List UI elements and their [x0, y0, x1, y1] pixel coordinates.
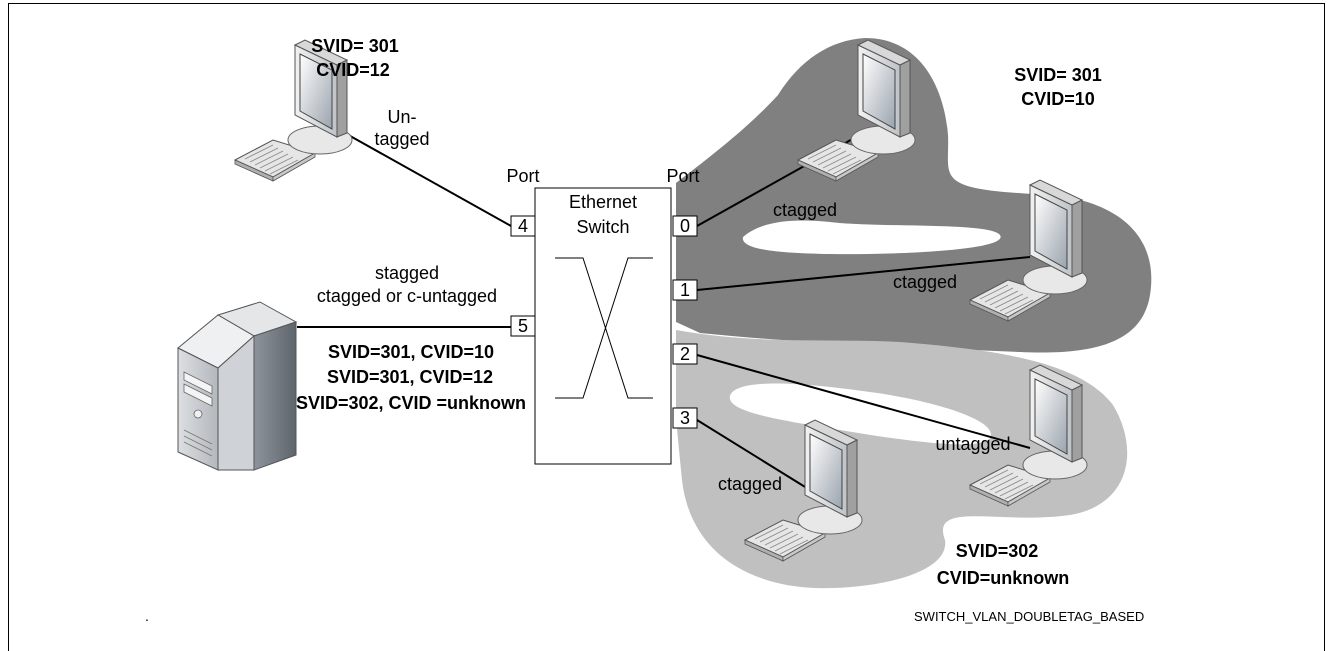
switch-title-line1: Ethernet	[569, 192, 637, 212]
pc-top-left-svid: SVID= 301	[311, 36, 399, 56]
switch-crossbar	[555, 257, 653, 399]
port-2-label: 2	[680, 344, 690, 364]
port-0-label: 0	[680, 216, 690, 236]
server-link-line2: ctagged or c-untagged	[317, 286, 497, 306]
port-4-label: 4	[518, 216, 528, 236]
diagram-frame	[8, 3, 1325, 651]
server-tower	[177, 301, 298, 471]
connection-lines	[297, 131, 1031, 491]
pc-top-left-link-line1: Un-	[387, 107, 416, 127]
port-header-right: Port	[666, 166, 699, 186]
port-1-label: 1	[680, 280, 690, 300]
group-301-cvid: CVID=10	[1021, 89, 1095, 109]
server-tag-2: SVID=301, CVID=12	[327, 367, 493, 387]
figure-id: SWITCH_VLAN_DOUBLETAG_BASED	[914, 609, 1144, 624]
pc-top-left-cvid: CVID=12	[316, 60, 390, 80]
server-tag-3: SVID=302, CVID =unknown	[296, 393, 526, 413]
server-link-line1: stagged	[375, 263, 439, 283]
group-302-cvid: CVID=unknown	[937, 568, 1070, 588]
port-5-label: 5	[518, 316, 528, 336]
port-4-box	[510, 215, 536, 237]
switch-title-line2: Switch	[576, 217, 629, 237]
link-port2-pc	[696, 354, 1031, 449]
group-302-svid: SVID=302	[956, 541, 1039, 561]
port-header-left: Port	[506, 166, 539, 186]
port-2-box	[672, 343, 698, 365]
link-pc-port4	[342, 131, 512, 227]
link-port1-pc	[696, 256, 1031, 291]
group-301-svid: SVID= 301	[1014, 65, 1102, 85]
server-tag-1: SVID=301, CVID=10	[328, 342, 494, 362]
port-3-label: 3	[680, 408, 690, 428]
ethernet-switch	[534, 187, 672, 465]
link-port1-label: ctagged	[893, 272, 957, 292]
link-port3-label: ctagged	[718, 474, 782, 494]
link-port2-label: untagged	[935, 434, 1010, 454]
port-0-box	[672, 215, 698, 237]
port-5-box	[510, 315, 536, 337]
footer-dot: .	[145, 608, 149, 624]
port-3-box	[672, 407, 698, 429]
vlan-group-301-zone	[676, 38, 1152, 353]
link-port0-label: ctagged	[773, 200, 837, 220]
port-1-box	[672, 279, 698, 301]
pc-top-left-link-line2: tagged	[374, 129, 429, 149]
link-port3-pc	[696, 419, 811, 491]
